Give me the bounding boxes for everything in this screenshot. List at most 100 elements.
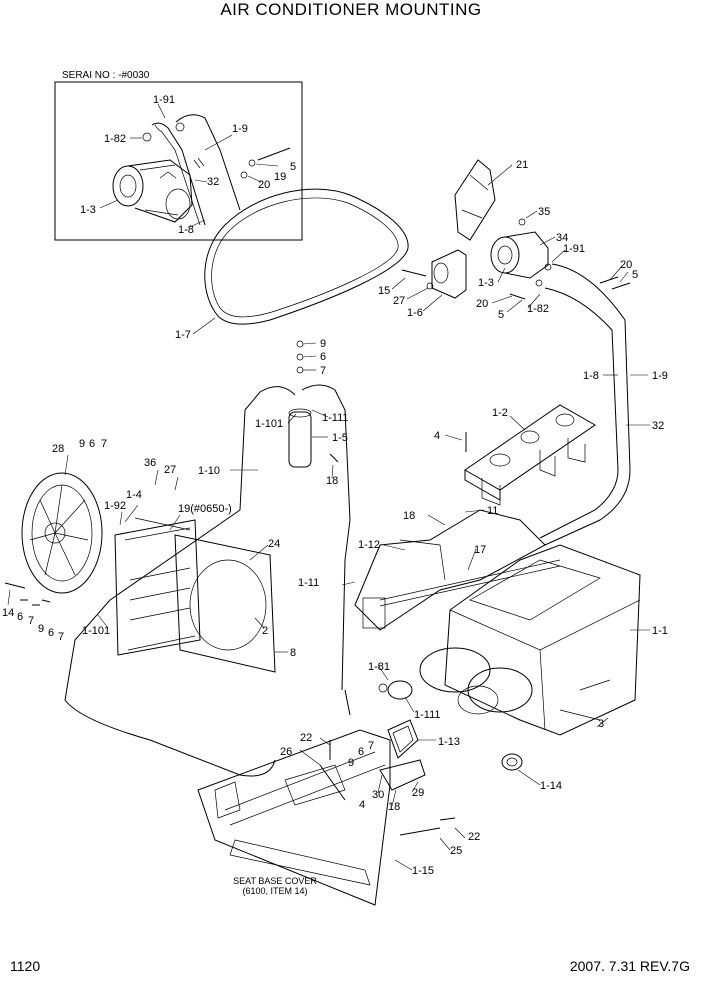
inset-hose-1-8 xyxy=(151,122,206,226)
control-panel-1-2 xyxy=(464,404,596,506)
bolt-18 xyxy=(329,453,339,463)
callout-9-a: 9 xyxy=(320,338,326,350)
hose-1-11 xyxy=(301,384,351,691)
callout-7-a: 7 xyxy=(320,365,326,377)
strap-26 xyxy=(319,764,346,801)
page-title: AIR CONDITIONER MOUNTING xyxy=(220,0,482,19)
callout-20-a: 20 xyxy=(620,259,632,271)
callout-1-14: 1-14 xyxy=(540,780,562,792)
seat-base-cover-note: SEAT BASE COVER (6100, ITEM 14) xyxy=(205,876,345,896)
bolt-35 xyxy=(518,218,526,226)
callout-9-c: 9 xyxy=(38,623,44,635)
callout-1-101-a: 1-101 xyxy=(255,418,283,430)
callout-3: 3 xyxy=(598,718,604,730)
receiver-drier-1-5 xyxy=(288,408,312,468)
fitting-1-81 xyxy=(387,680,413,700)
callout-2: 2 xyxy=(262,625,268,637)
callout-34: 34 xyxy=(556,232,568,244)
inset-compressor xyxy=(112,159,193,223)
callout-14: 14 xyxy=(2,607,14,619)
callout-11: 11 xyxy=(487,505,498,517)
fan-28 xyxy=(21,472,103,594)
callout-9-d: 9 xyxy=(348,757,354,769)
bracket-21 xyxy=(454,159,496,241)
bracket-1-6 xyxy=(431,249,467,299)
revision-label: 2007. 7.31 REV.7G xyxy=(569,958,690,974)
callout-1-9-inset: 1-9 xyxy=(232,123,248,135)
note-line-1: SEAT BASE COVER xyxy=(233,876,317,886)
callout-7-d: 7 xyxy=(58,631,64,643)
callout-7-e: 7 xyxy=(368,740,374,752)
callout-6-e: 6 xyxy=(358,746,364,758)
callout-1-11: 1-11 xyxy=(298,577,319,589)
callout-1-13: 1-13 xyxy=(438,736,460,748)
callout-1-7: 1-7 xyxy=(175,329,191,341)
callout-6-d: 6 xyxy=(48,627,54,639)
gasket-1-13 xyxy=(387,719,419,759)
callout-4-b: 4 xyxy=(359,799,365,811)
serial-label: SERAI NO : -#0030 xyxy=(62,70,150,81)
callout-28: 28 xyxy=(52,443,64,455)
grommet-1-14 xyxy=(501,753,523,771)
callout-22-a: 22 xyxy=(300,732,312,744)
callout-19-650: 19(#0650-) xyxy=(178,503,232,515)
callout-7-b: 7 xyxy=(101,438,107,450)
callout-35: 35 xyxy=(538,206,550,218)
callout-1-12: 1-12 xyxy=(358,539,380,551)
callout-8: 8 xyxy=(290,647,296,659)
callout-6-a: 6 xyxy=(320,351,326,363)
callout-1-8: 1-8 xyxy=(583,370,599,382)
callout-17: 17 xyxy=(474,544,486,556)
callout-4-a: 4 xyxy=(434,430,440,442)
callout-1-8-inset: 1-8 xyxy=(178,224,194,236)
callout-9-b: 9 xyxy=(79,438,85,450)
callout-1-111-b: 1-111 xyxy=(414,709,441,721)
callout-1-6: 1-6 xyxy=(407,307,423,319)
hvac-unit-1-1 xyxy=(419,544,641,736)
leader-lines xyxy=(7,103,650,871)
callout-27-b: 27 xyxy=(164,464,176,476)
belt-1-7 xyxy=(204,188,409,325)
callout-32: 32 xyxy=(652,420,664,432)
callout-1-82: 1-82 xyxy=(527,303,549,315)
frame-24 xyxy=(174,534,276,673)
callout-1-3-inset: 1-3 xyxy=(80,204,96,216)
compressor-1-3 xyxy=(490,231,549,279)
callout-29: 29 xyxy=(412,787,424,799)
callout-1-91: 1-91 xyxy=(563,243,585,255)
callout-1-1: 1-1 xyxy=(652,625,668,637)
callout-22-b: 22 xyxy=(468,831,480,843)
inset-bolt-5 xyxy=(257,147,291,161)
callout-25: 25 xyxy=(450,845,462,857)
callout-1-4: 1-4 xyxy=(126,489,142,501)
callout-15: 15 xyxy=(378,285,390,297)
callout-5-b: 5 xyxy=(498,309,504,321)
callout-1-5: 1-5 xyxy=(332,432,348,444)
callout-26: 26 xyxy=(280,746,292,758)
callout-1-101-b: 1-101 xyxy=(82,625,110,637)
callout-27-a: 27 xyxy=(393,295,405,307)
callout-20-inset: 20 xyxy=(258,179,270,191)
callout-7-c: 7 xyxy=(28,615,34,627)
callout-1-111-a: 1-111 xyxy=(322,412,349,424)
callout-1-10: 1-10 xyxy=(198,465,220,477)
callout-1-91-inset: 1-91 xyxy=(153,94,175,106)
callout-30: 30 xyxy=(372,789,384,801)
callout-24: 24 xyxy=(268,538,280,550)
callout-1-81: 1-81 xyxy=(368,661,390,673)
callout-21: 21 xyxy=(516,159,528,171)
note-line-2: (6100, ITEM 14) xyxy=(242,886,308,896)
callout-1-92: 1-92 xyxy=(104,500,126,512)
callout-labels: 1-91 1-82 1-9 5 19 20 32 1-3 1-8 1-7 21 … xyxy=(2,94,668,877)
callout-5-inset: 5 xyxy=(290,161,296,173)
bracket-29 xyxy=(379,759,426,791)
callout-1-82-inset: 1-82 xyxy=(104,133,126,145)
strap-25 xyxy=(399,827,441,836)
callout-6-c: 6 xyxy=(17,611,23,623)
callout-19-inset: 19 xyxy=(274,171,286,183)
callout-20-b: 20 xyxy=(476,298,488,310)
callout-1-3: 1-3 xyxy=(478,277,494,289)
callout-32-inset: 32 xyxy=(207,176,219,188)
callout-36: 36 xyxy=(144,457,156,469)
